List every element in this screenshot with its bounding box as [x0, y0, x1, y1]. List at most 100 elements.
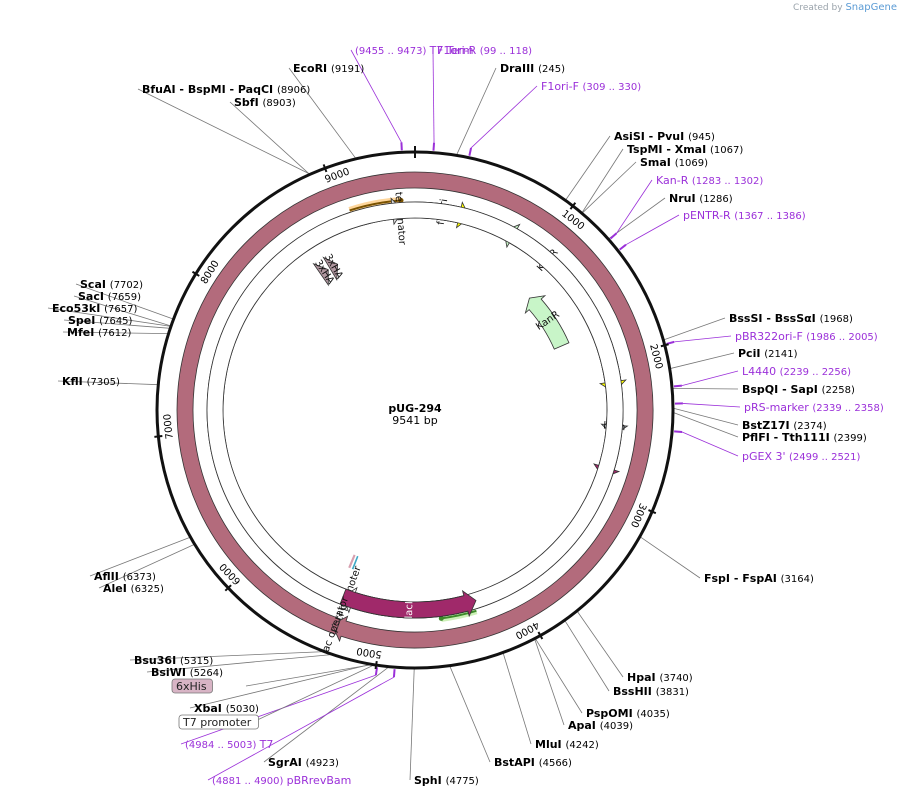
site-leader: [229, 101, 311, 175]
primer-label: pBR322ori-F (1986 .. 2005): [735, 330, 878, 343]
site-leader: [57, 380, 159, 386]
restriction-site-label: NruI (1286): [669, 192, 733, 205]
primer-leader: [674, 335, 732, 343]
credit-prefix: Created by: [793, 3, 843, 13]
feature-arrow: [339, 588, 477, 619]
site-leader: [98, 543, 195, 589]
feature-label: lacI: [404, 601, 416, 619]
primer-mark: [468, 147, 473, 156]
restriction-site-label: Bsu36I (5315): [134, 654, 213, 667]
restriction-site-label: AflII (6373): [94, 570, 156, 583]
site-leader: [449, 665, 491, 763]
tick-mark: [660, 343, 669, 348]
site-leader: [576, 610, 624, 678]
primer-label: L4440 (2239 .. 2256): [742, 365, 851, 378]
site-leader: [456, 67, 497, 156]
site-leader-lines: [47, 49, 741, 781]
tick-label: 7000: [162, 413, 176, 439]
site-leader: [669, 352, 735, 370]
primer-mark: [432, 142, 436, 151]
feature-leader: [245, 664, 373, 687]
primer-label: (9455 .. 9473) T7 Term: [355, 44, 474, 57]
primer-leader: [180, 674, 377, 745]
site-leader: [564, 619, 610, 692]
restriction-site-label: SmaI (1069): [640, 156, 708, 169]
restriction-site-label: BstZ17I (2374): [742, 419, 827, 432]
tick-mark: [154, 435, 163, 438]
plasmid-length: 9541 bp: [392, 414, 437, 427]
primer-label: pENTR-R (1367 .. 1386): [683, 209, 806, 222]
site-leader: [672, 407, 739, 426]
restriction-site-label: SphI (4775): [414, 774, 479, 787]
small-feature-mark: [351, 555, 359, 570]
restriction-site-label: BsiWI (5264): [151, 666, 223, 679]
restriction-site-label: SbfI (8903): [234, 96, 296, 109]
outside-feature-label: 6xHis: [176, 680, 207, 693]
tick-label: 2000: [647, 343, 664, 370]
primer-leader: [682, 403, 741, 408]
primer-mark: [392, 669, 396, 678]
primer-mark: [374, 667, 379, 676]
feature-band-head: [398, 197, 404, 203]
restriction-site-label: SgrAI (4923): [268, 756, 339, 769]
site-leader: [129, 651, 325, 661]
primer-label: (4881 .. 4900) pBRrevBam: [212, 774, 351, 787]
restriction-site-label: PciI (2141): [738, 347, 798, 360]
tick-mark: [374, 660, 378, 670]
site-leader: [137, 88, 311, 175]
site-leader: [608, 197, 666, 240]
restriction-site-label: TspMI - XmaI (1067): [627, 143, 743, 156]
snapgene-credit: Created by SnapGene: [793, 2, 897, 13]
site-leader: [75, 283, 174, 320]
site-leader: [663, 317, 726, 341]
site-leader: [288, 67, 357, 160]
site-leader: [62, 331, 169, 335]
tick-mark: [569, 202, 577, 210]
restriction-site-label: PspOMI (4035): [586, 707, 670, 720]
site-leader: [672, 411, 739, 438]
primer-leader: [207, 676, 395, 781]
tick-mark: [322, 164, 328, 173]
restriction-site-label: ScaI (7702): [80, 278, 143, 291]
restriction-site-label: AleI (6325): [103, 582, 164, 595]
tick-mark: [537, 631, 544, 640]
plasmid-name: pUG-294: [388, 402, 442, 415]
primer-leader: [432, 49, 435, 143]
feature-arrow: [322, 256, 339, 281]
feature-arrow: [312, 262, 329, 287]
tick-label: 5000: [356, 645, 383, 660]
restriction-site-label: BssHII (3831): [613, 685, 689, 698]
restriction-site-label: BspQI - SapI (2258): [742, 383, 855, 396]
primer-leader: [470, 85, 538, 149]
site-leader: [639, 536, 701, 579]
feature-arrow: [524, 295, 570, 350]
site-leader: [565, 135, 611, 201]
primer-leader: [616, 179, 653, 234]
primer-leader: [625, 214, 680, 246]
restriction-site-label: MluI (4242): [535, 738, 599, 751]
site-leader: [581, 161, 637, 214]
restriction-site-label: SacI (7659): [78, 290, 141, 303]
site-leader: [409, 667, 415, 781]
restriction-site-label: BssSI - BssSαI (1968): [729, 312, 853, 325]
restriction-site-label: ApaI (4039): [568, 719, 633, 732]
restriction-site-label: FspI - FspAI (3164): [704, 572, 814, 585]
restriction-site-label: AsiSI - PvuI (945): [614, 130, 715, 143]
site-leader: [534, 638, 583, 714]
primer-label: Kan-R (1283 .. 1302): [656, 174, 763, 187]
primer-mark: [674, 430, 683, 433]
primer-leader: [350, 49, 402, 143]
outside-feature-box: [171, 678, 213, 694]
primer-mark: [609, 232, 618, 240]
tick-mark: [648, 509, 657, 515]
site-leader: [581, 148, 624, 214]
feature-leader: [252, 664, 375, 723]
site-leader: [89, 536, 191, 577]
site-leader: [672, 388, 739, 390]
outside-feature-box: [178, 714, 259, 730]
feature-band-head: [438, 615, 444, 621]
outside-feature-label: T7 promoter: [182, 716, 252, 729]
restriction-site-label: PflFI - Tth111I (2399): [742, 431, 867, 444]
restriction-site-label: EcoRI (9191): [293, 62, 364, 75]
